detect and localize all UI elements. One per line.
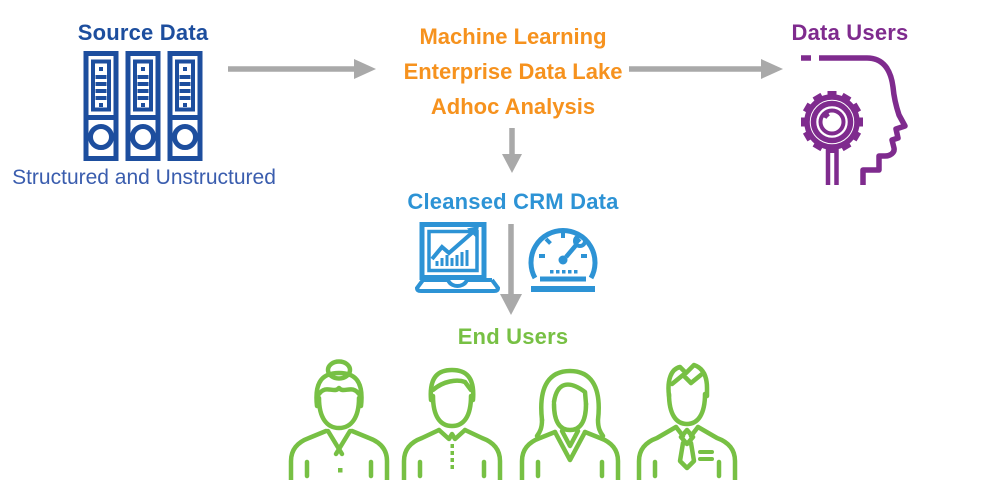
end-users-title: End Users: [457, 324, 569, 349]
binders-icon: [83, 50, 203, 162]
processing-block: Machine Learning Enterprise Data Lake Ad…: [363, 19, 663, 124]
source-data-title: Source Data: [77, 20, 209, 45]
data-users-title: Data Users: [791, 20, 909, 45]
person-man-tie-icon: [634, 358, 740, 480]
processing-to-cleansed-arrow: [497, 127, 527, 175]
cleansed-crm-title: Cleansed CRM Data: [407, 189, 619, 214]
processing-line-1: Machine Learning: [419, 24, 607, 49]
speedometer-icon: [524, 216, 602, 301]
processing-line-2: Enterprise Data Lake: [403, 59, 623, 84]
source-to-processing-arrow: [227, 56, 377, 82]
person-woman-bob-icon: [517, 358, 623, 480]
cleansed-to-end-users-arrow: [496, 224, 526, 317]
person-man-shirt-icon: [399, 358, 505, 480]
source-data-caption: Structured and Unstructured: [12, 166, 276, 189]
processing-line-3: Adhoc Analysis: [430, 94, 596, 119]
processing-to-data-users-arrow: [628, 56, 784, 82]
laptop-analytics-icon: [415, 222, 500, 297]
person-woman-bun-icon: [286, 358, 392, 480]
head-gear-magnifier-icon: [795, 46, 910, 186]
